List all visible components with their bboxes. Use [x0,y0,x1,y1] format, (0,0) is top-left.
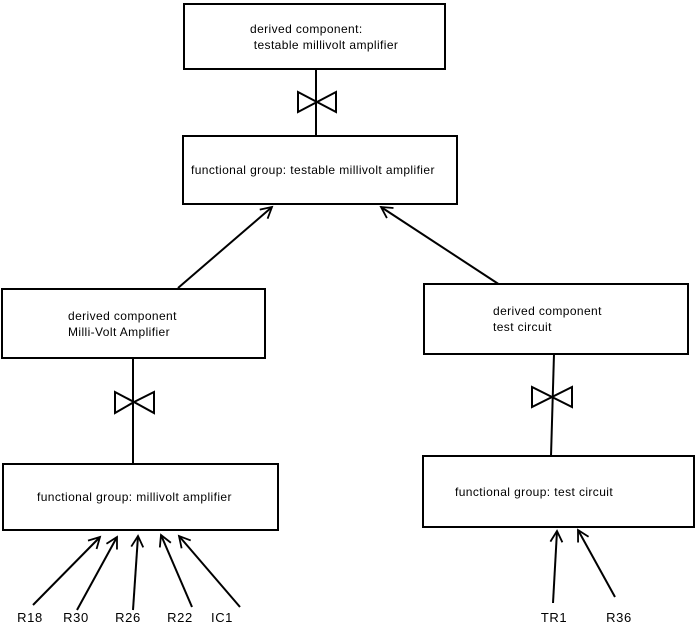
node-functional-group-testable-millivolt-amplifier: functional group: testable millivolt amp… [182,135,458,205]
arrow-derived-millivolt-to-functional-testable [177,205,274,289]
node-label: functional group: testable millivolt amp… [191,163,435,177]
arrow-r26-to-functional-millivolt [130,534,145,611]
arrow-derived-test-to-functional-testable [379,205,501,286]
node-functional-group-millivolt-amplifier: functional group: millivolt amplifier [2,463,279,531]
node-label-line1: derived component [493,304,602,318]
component-label-r36: R36 [606,610,632,625]
component-label-ic1: IC1 [210,610,234,625]
node-functional-group-test-circuit: functional group: test circuit [422,455,695,528]
arrow-r36-to-functional-test [577,528,616,598]
node-label: functional group: millivolt amplifier [37,490,232,504]
node-derived-component-test-circuit: derived component test circuit [423,283,689,355]
node-label-line2: Milli-Volt Amplifier [68,324,171,339]
arrow-r18-to-functional-millivolt [32,535,102,606]
bowtie-icon [297,90,337,114]
node-derived-component-milli-volt-amplifier: derived component Milli-Volt Amplifier [1,288,266,359]
component-label-tr1: TR1 [540,610,568,625]
component-label-r26: R26 [115,610,141,625]
node-label-line2: testable millivolt amplifier [250,37,399,52]
component-label-r22: R22 [167,610,193,625]
node-derived-component-testable-millivolt-amplifier: derived component: testable millivolt am… [183,3,446,70]
arrow-tr1-to-functional-test [549,529,564,604]
node-label-line1: derived component: [250,21,363,36]
bowtie-icon [114,390,155,415]
node-label-line1: derived component [68,308,177,323]
bowtie-icon [531,385,573,409]
arrow-ic1-to-functional-millivolt [177,534,241,608]
arrow-r22-to-functional-millivolt [158,533,193,608]
node-label: functional group: test circuit [455,484,614,499]
arrow-r30-to-functional-millivolt [76,535,118,611]
edge-derived-test-to-functional-test [550,353,555,457]
node-label-line2: test circuit [493,320,552,334]
component-label-r18: R18 [17,610,43,625]
component-label-r30: R30 [63,610,89,625]
